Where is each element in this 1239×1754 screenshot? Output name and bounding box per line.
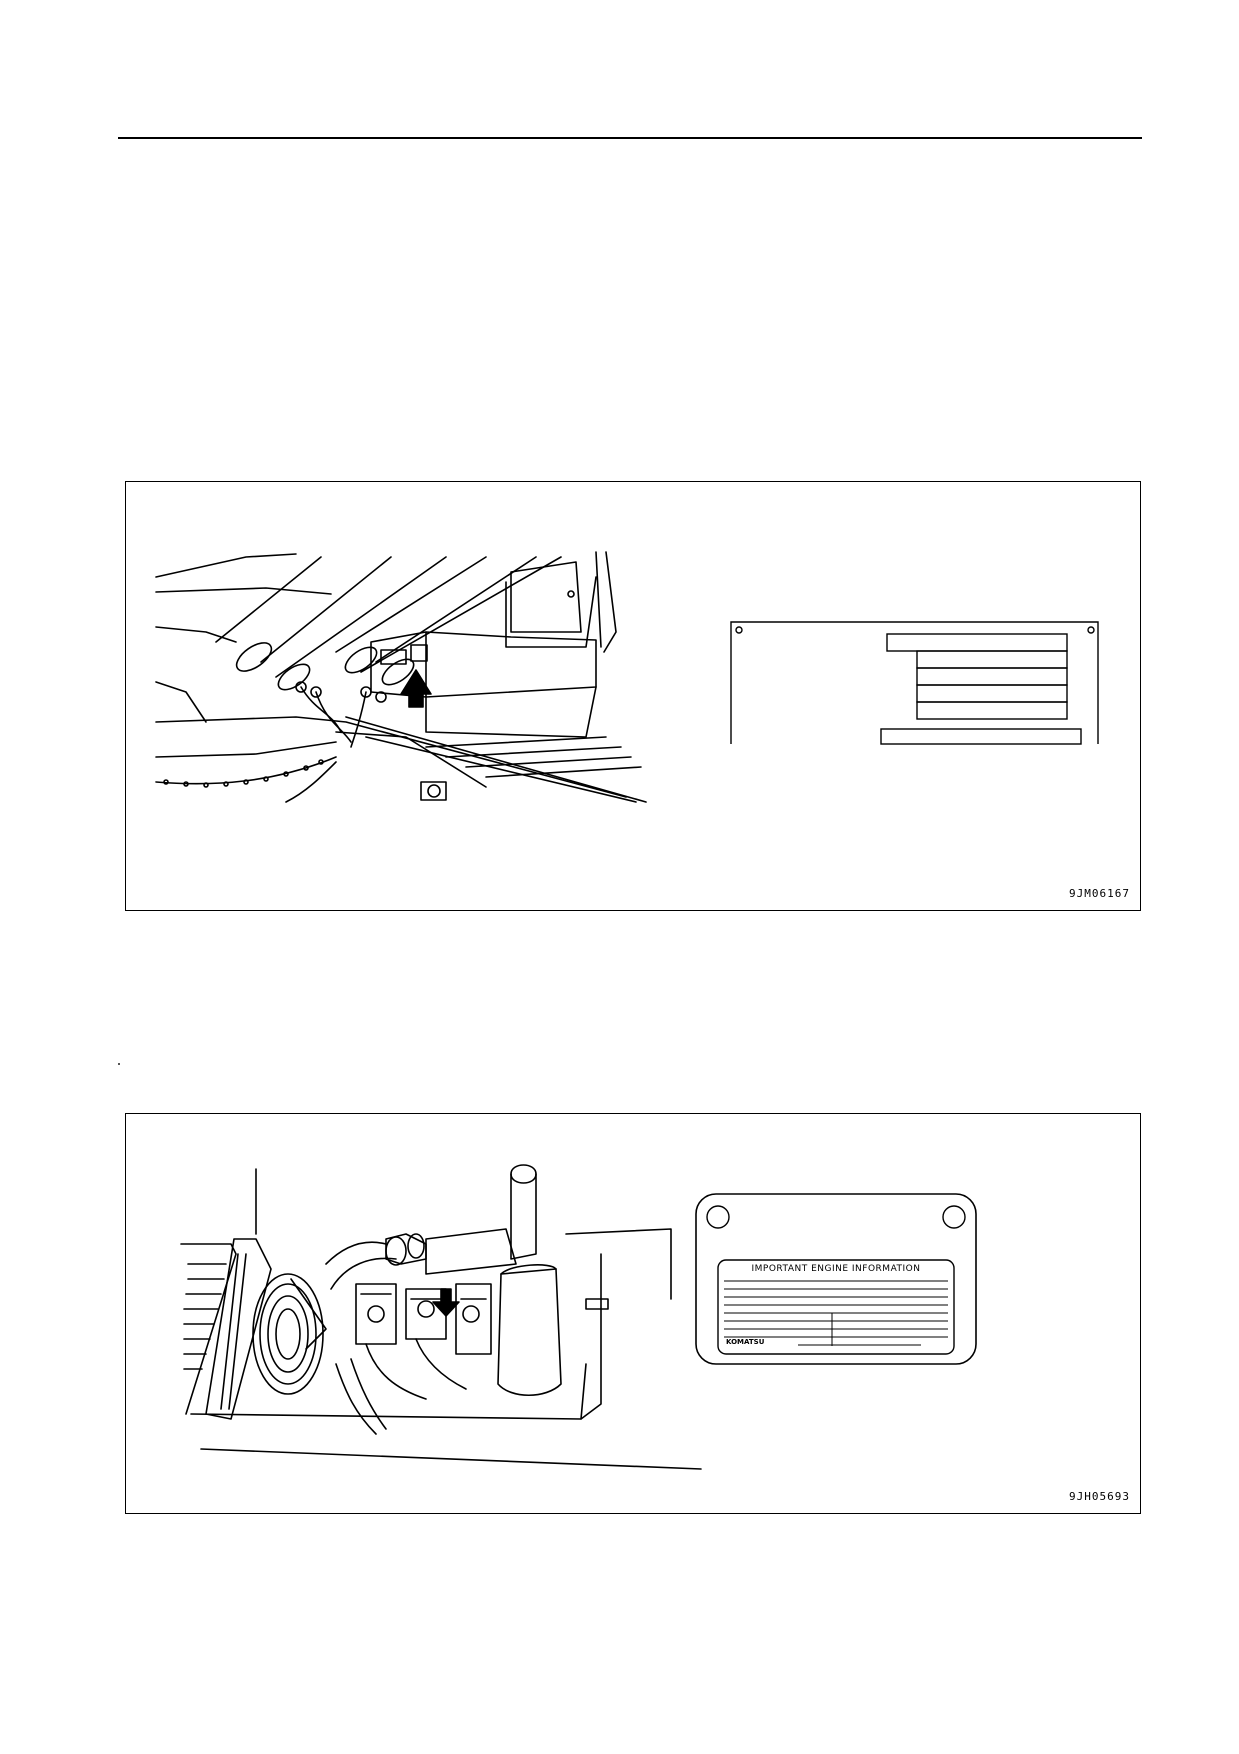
figure-code: 9JH05693: [1069, 1490, 1130, 1503]
figure-1-panel: 9JM06167: [125, 481, 1141, 911]
machine-undercarriage-illustration: [155, 551, 647, 803]
engine-information-plate: [695, 1193, 977, 1365]
figure-2-panel: IMPORTANT ENGINE INFORMATION KOMATSU 9JH…: [125, 1113, 1141, 1514]
engine-plate-title: IMPORTANT ENGINE INFORMATION: [751, 1264, 921, 1274]
stray-mark: [118, 1063, 120, 1065]
figure-code: 9JM06167: [1069, 887, 1130, 900]
engine-compartment-illustration: [180, 1164, 702, 1470]
engine-plate-brand-logo: KOMATSU: [726, 1338, 765, 1346]
figure-1-drawing: [155, 551, 1099, 803]
figure-2-drawing: [180, 1164, 977, 1470]
machine-serial-plate-detail: [730, 621, 1099, 745]
header-rule: [118, 137, 1142, 139]
